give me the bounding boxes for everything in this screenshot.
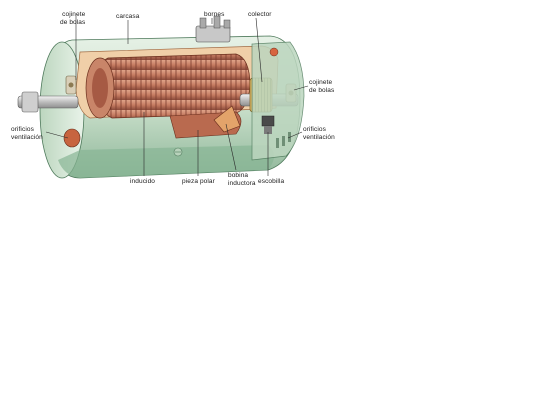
- label-inducido: inducido: [130, 178, 156, 185]
- leader-cojinete-right: [293, 85, 309, 91]
- end-housing-right: [251, 41, 305, 161]
- label-escobilla: escobilla: [258, 178, 285, 185]
- label-orificios-ventilacion-right: orificios ventilación: [303, 126, 335, 141]
- label-colector: colector: [248, 11, 272, 18]
- label-cojinete-bolas-right: cojinete de bolas: [309, 79, 335, 94]
- label-bornes: bornes: [204, 11, 225, 18]
- label-pieza-polar: pieza polar: [182, 178, 215, 185]
- label-carcasa: carcasa: [116, 13, 140, 20]
- label-cojinete-bolas-left: cojinete de bolas: [60, 11, 86, 26]
- leader-colector: [255, 17, 263, 83]
- label-orificios-ventilacion-left: orificios ventilación: [11, 126, 43, 141]
- leader-orificios-left: [45, 131, 69, 139]
- terminals: [195, 15, 231, 43]
- label-bobina-inductora: bobina inductora: [228, 172, 256, 187]
- leader-bobina: [225, 123, 237, 171]
- leader-lines: [45, 16, 309, 176]
- cutaway-interior: [75, 45, 279, 139]
- leader-orificios-right: [287, 131, 303, 139]
